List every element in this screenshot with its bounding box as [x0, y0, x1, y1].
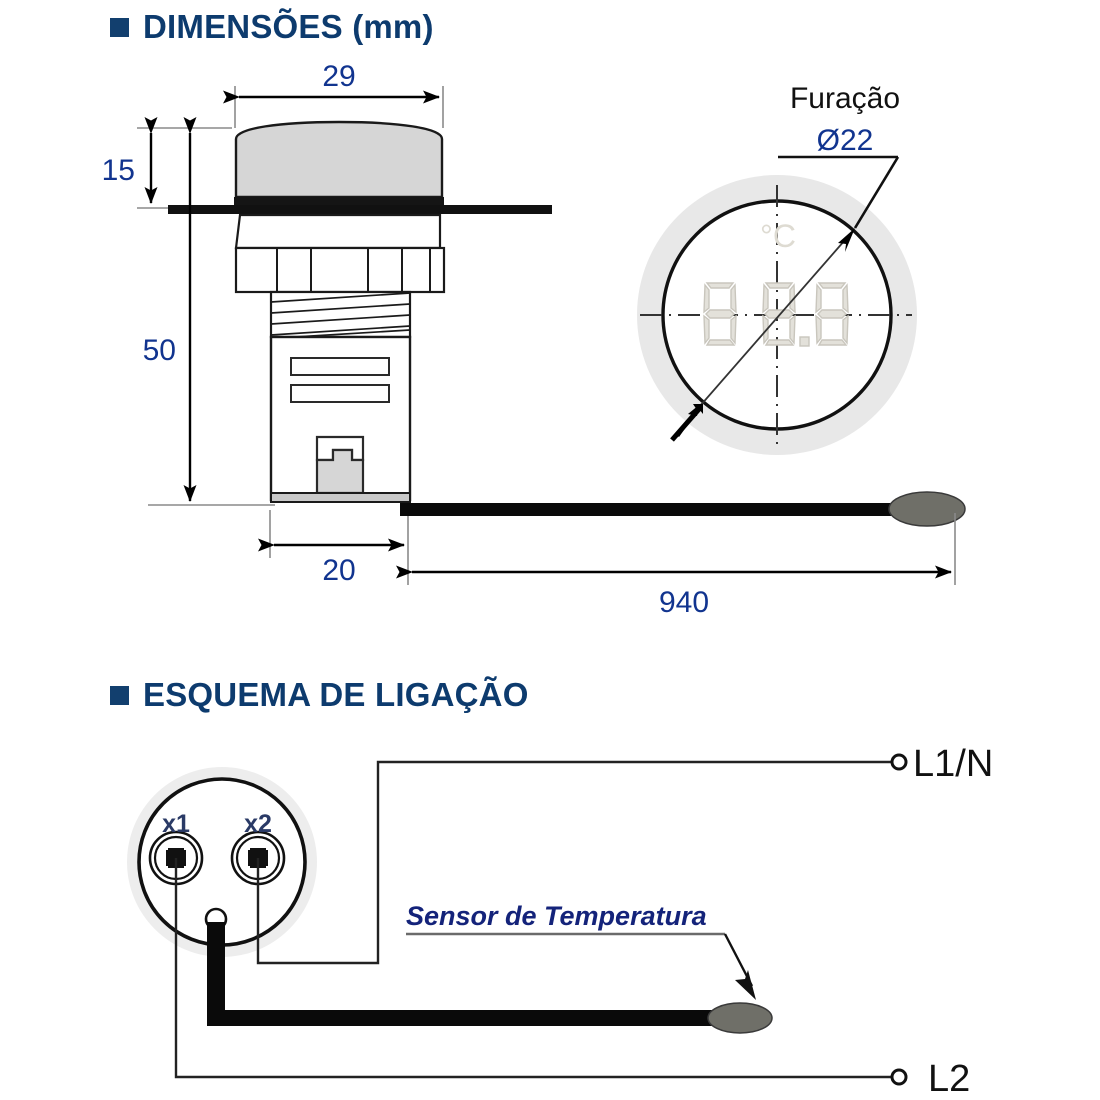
line-terminal-l2: L2 — [890, 1058, 970, 1100]
wire-x1-to-l2 — [174, 858, 893, 1079]
dimension-940: 940 — [396, 513, 956, 619]
wire-x2-to-l1n — [256, 760, 893, 965]
front-view-drawing: °C Furação Ø22 — [637, 82, 917, 455]
panel-plate — [168, 205, 552, 214]
hole-callout-line1: Furação — [790, 82, 900, 115]
dimension-15-label: 15 — [102, 154, 135, 187]
line-terminal-l1n: L1/N — [890, 743, 993, 785]
dimension-15: 15 — [102, 117, 158, 204]
dimension-50: 50 — [143, 117, 197, 502]
callout-leader — [778, 155, 900, 229]
celsius-unit-marking: °C — [760, 218, 796, 254]
seven-segment-display — [703, 282, 849, 347]
terminal-x1-label: x1 — [162, 810, 190, 838]
terminal-x2-label: x2 — [244, 810, 272, 838]
diameter-leader — [670, 228, 855, 442]
hole-callout-line2: Ø22 — [817, 124, 874, 157]
dimension-20-label: 20 — [322, 554, 355, 587]
square-bullet-icon — [110, 685, 129, 705]
wiring-title-text: ESQUEMA DE LIGAÇÃO — [143, 676, 529, 713]
dimensions-section-title: DIMENSÕES (mm) — [110, 8, 434, 46]
device-collar — [234, 213, 446, 294]
line-l1n-label: L1/N — [913, 743, 993, 785]
dimension-29: 29 — [223, 60, 440, 104]
device-cap — [234, 120, 444, 205]
sensor-label: Sensor de Temperatura — [406, 901, 707, 931]
dimension-29-label: 29 — [322, 60, 355, 93]
line-l2-label: L2 — [928, 1058, 970, 1100]
dimension-940-label: 940 — [659, 586, 709, 619]
threaded-barrel — [269, 290, 412, 339]
wiring-diagram: x1 x2 — [127, 743, 993, 1100]
sensor-cable-wiring — [204, 907, 773, 1034]
device-body — [269, 335, 412, 503]
sensor-callout-leader — [406, 932, 756, 1000]
dimension-20: 20 — [258, 538, 405, 587]
side-view-drawing: 29 15 50 20 940 — [102, 60, 966, 619]
dimensions-title-text: DIMENSÕES (mm) — [143, 8, 434, 45]
square-bullet-icon — [110, 17, 129, 37]
wiring-section-title: ESQUEMA DE LIGAÇÃO — [110, 676, 529, 714]
dimension-50-label: 50 — [143, 334, 176, 367]
sensor-cable — [400, 491, 966, 527]
